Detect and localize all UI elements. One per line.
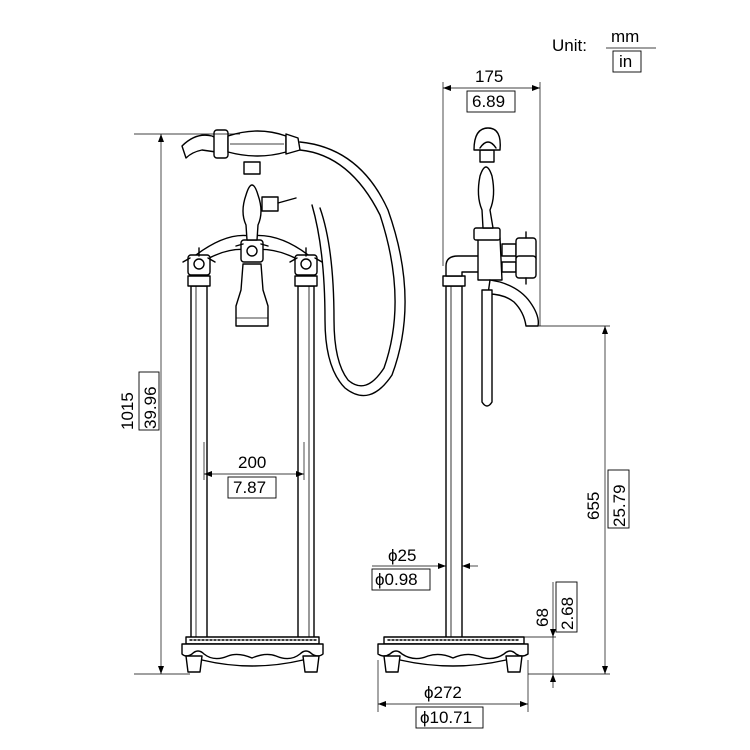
front-right-handle	[289, 247, 323, 276]
front-tub-spout	[235, 263, 269, 327]
unit-mm: mm	[611, 27, 639, 46]
dim-base-diameter-in: ϕ10.71	[420, 708, 472, 727]
side-hose	[481, 289, 493, 407]
side-riser	[477, 166, 495, 229]
dim-center-spacing-in-box	[227, 476, 277, 499]
dim-pipe-diameter-in-box	[371, 568, 431, 591]
dim-spout-height-mm: 655	[584, 492, 603, 520]
dim-spout-height-in: 25.79	[610, 484, 629, 527]
dim-spout-reach-in-box	[466, 90, 516, 113]
side-standpipe	[445, 285, 463, 639]
dim-spout-reach: 175 6.89	[442, 67, 541, 326]
dim-base-diameter-in-box	[415, 706, 484, 729]
front-hose	[299, 141, 406, 397]
dim-base-height-mm: 68	[533, 608, 552, 627]
side-handshower-head	[473, 127, 501, 151]
side-elbow	[445, 255, 481, 277]
dim-base-height: 68 2.68	[524, 581, 578, 688]
side-view	[377, 127, 540, 673]
dim-pipe-diameter: ϕ25 ϕ0.98	[371, 546, 478, 591]
front-riser	[242, 184, 262, 241]
dim-base-height-in-box	[555, 581, 578, 633]
side-base	[377, 636, 529, 673]
unit-in-box	[612, 50, 642, 73]
dim-center-spacing: 200 7.87	[203, 442, 305, 499]
unit-in: in	[619, 52, 632, 71]
front-center-valve	[235, 239, 269, 263]
dim-spout-reach-in: 6.89	[472, 92, 505, 111]
dim-spout-height: 655 25.79	[528, 325, 630, 675]
dim-center-spacing-in: 7.87	[233, 478, 266, 497]
front-handshower	[181, 129, 301, 159]
dim-overall-height-mm: 1015	[118, 392, 137, 430]
dim-overall-height-in-box	[138, 371, 160, 431]
dim-base-height-in: 2.68	[558, 597, 577, 630]
dim-spout-reach-mm: 175	[475, 67, 503, 86]
dim-center-spacing-mm: 200	[238, 453, 266, 472]
unit-legend: Unit: mm in	[552, 27, 656, 73]
side-spout	[487, 279, 540, 327]
front-left-handle	[182, 247, 216, 276]
front-base	[181, 636, 324, 673]
dim-pipe-diameter-in: ϕ0.98	[375, 570, 418, 589]
dim-pipe-diameter-mm: ϕ25	[388, 546, 416, 565]
side-handles	[501, 231, 537, 285]
front-view	[181, 129, 406, 673]
dim-base-diameter-mm: ϕ272	[424, 683, 462, 702]
dim-spout-height-in-box	[607, 469, 630, 529]
side-valve-body	[477, 237, 503, 281]
dim-base-diameter: ϕ272 ϕ10.71	[377, 660, 529, 729]
dim-overall-height-in: 39.96	[141, 386, 160, 429]
unit-label: Unit:	[552, 36, 587, 55]
dim-overall-height: 1015 39.96	[118, 133, 240, 675]
